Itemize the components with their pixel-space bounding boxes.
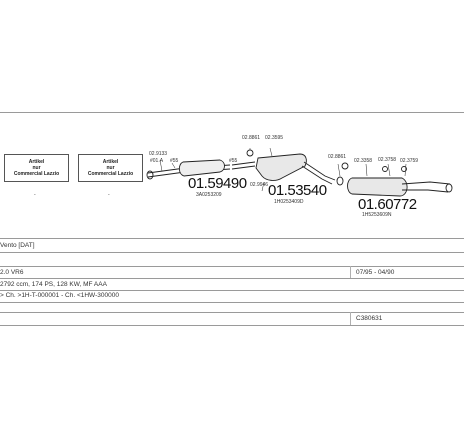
tailpipe-end <box>445 183 453 193</box>
code-55b: #55 <box>229 158 238 164</box>
box1-line-1: Artikel <box>28 159 45 165</box>
exhaust-diagram: Artikel nur Commercial Lazzio - Artikel … <box>0 118 464 238</box>
box2-line-1: Artikel <box>102 159 119 165</box>
code-9133: 02.9133 <box>149 151 168 157</box>
box2-line-3: Commercial Lazzio <box>87 171 134 177</box>
divider-4 <box>0 278 464 279</box>
middle-pipe <box>231 161 256 170</box>
tailpipe <box>401 181 451 193</box>
middle-pipe-tail <box>301 161 336 185</box>
catalog-code: C380631 <box>356 315 383 322</box>
part-ref-2: 1H0253409D <box>274 199 304 205</box>
dates-separator <box>350 266 351 278</box>
code-55a: #55 <box>170 158 179 164</box>
code-3758: 02.3758 <box>378 157 397 163</box>
exhaust-system-drawing <box>146 147 453 197</box>
code-9946: 02.9946 <box>250 182 269 188</box>
divider-8 <box>0 325 464 326</box>
front-flange <box>146 170 154 180</box>
part-number-2: 01.53540 <box>268 182 327 199</box>
middle-silencer <box>255 153 307 181</box>
box1-line-2: nur <box>32 165 41 171</box>
box1-line-3: Commercial Lazzio <box>13 171 60 177</box>
code-separator <box>350 312 351 325</box>
engine: 2.0 VR6 <box>0 269 24 276</box>
top-border <box>0 112 464 113</box>
chassis-range: > Ch. >1H-T-000001 - Ch. <1HW-300000 <box>0 292 119 299</box>
hanger-1 <box>246 149 254 157</box>
code-8861b: 02.8861 <box>328 154 347 160</box>
leader-lines <box>159 147 407 192</box>
commercial-only-box-1: Artikel nur Commercial Lazzio <box>4 154 69 182</box>
divider-5 <box>0 290 464 291</box>
ref-01a: #01.A <box>150 158 164 164</box>
code-9861: 02.8861 <box>242 135 261 141</box>
divider-3 <box>0 266 464 267</box>
part-number-1: 01.59490 <box>188 175 247 192</box>
part-number-3: 01.60772 <box>358 196 417 213</box>
box2-line-2: nur <box>106 165 115 171</box>
part-ref-3: 1H5253609N <box>362 212 392 218</box>
hanger-4 <box>401 166 407 172</box>
code-3759: 02.3759 <box>400 158 419 164</box>
front-silencer <box>178 159 225 177</box>
engine-spec: 2792 ccm, 174 PS, 128 KW, MF AAA <box>0 281 107 288</box>
hanger-3 <box>382 166 388 172</box>
divider-6 <box>0 302 464 303</box>
rear-silencer <box>347 177 408 197</box>
code-3595: 02.3595 <box>265 135 284 141</box>
production-dates: 07/95 - 04/90 <box>356 269 395 276</box>
rear-clamp <box>336 176 344 186</box>
code-3358: 02.3358 <box>354 158 373 164</box>
hanger-2 <box>341 162 349 170</box>
box2-dash: - <box>108 192 110 198</box>
box1-dash: - <box>34 192 36 198</box>
divider-2 <box>0 252 464 253</box>
commercial-only-box-2: Artikel nur Commercial Lazzio <box>78 154 143 182</box>
part-ref-1: 3A0253209 <box>196 192 222 198</box>
vehicle-model: Vento [DAT] <box>0 242 35 249</box>
divider-1 <box>0 238 464 239</box>
divider-7 <box>0 312 464 313</box>
